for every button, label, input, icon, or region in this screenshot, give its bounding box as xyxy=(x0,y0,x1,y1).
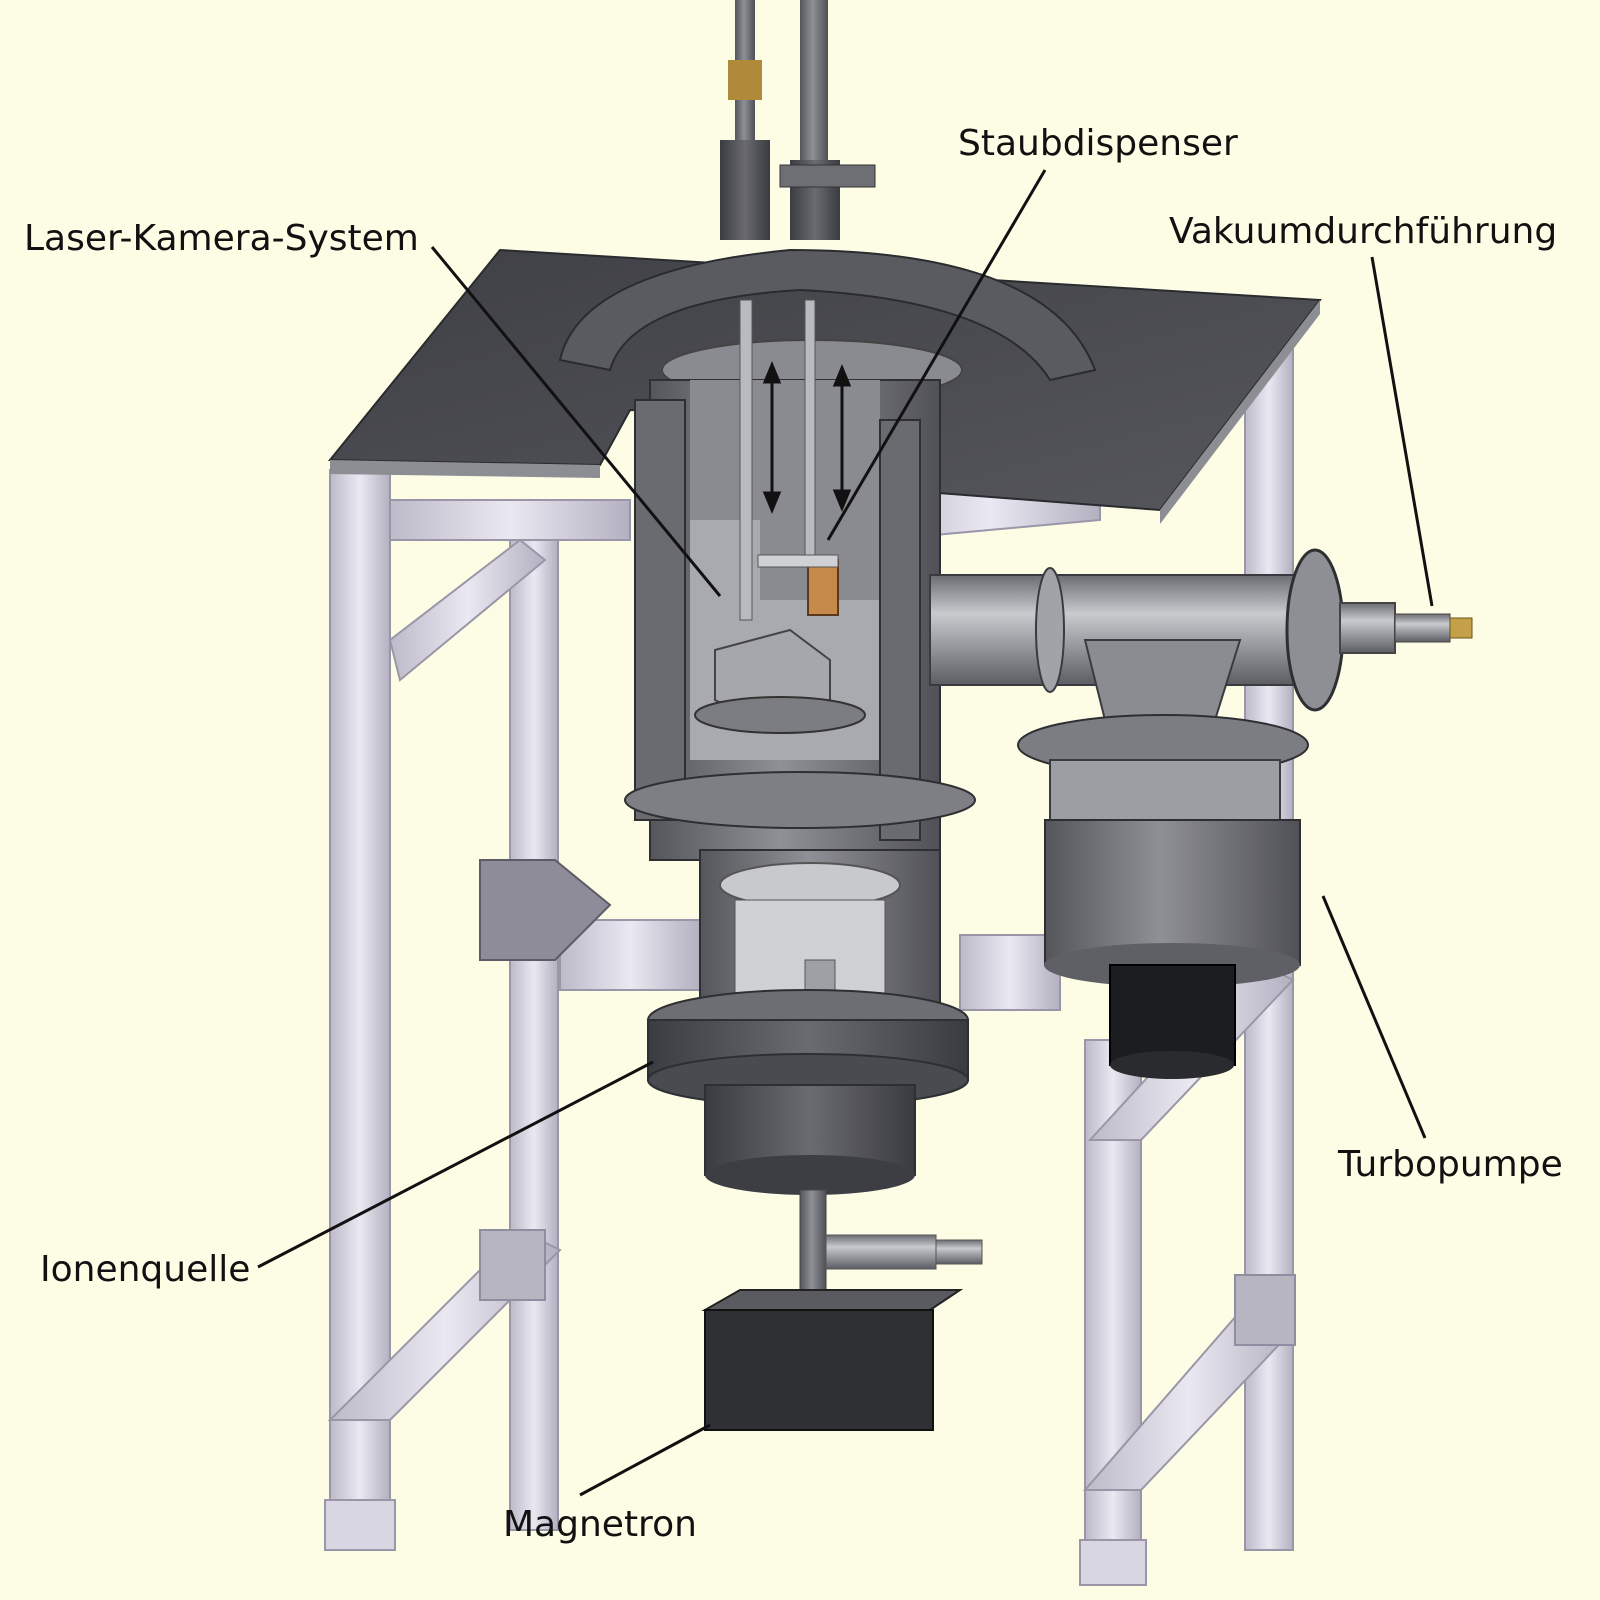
laser-feed-flange xyxy=(720,140,770,240)
leader-dust-dispenser xyxy=(826,169,1047,541)
label-turbopump: Turbopumpe xyxy=(1338,1144,1563,1185)
pump-collar xyxy=(1049,759,1281,821)
pump-tube-ring xyxy=(1035,567,1065,693)
turbopump-body xyxy=(1044,819,1301,966)
frame-foot-right xyxy=(1079,1539,1147,1586)
feedthrough-flange xyxy=(1339,602,1396,654)
dispenser-feed-rod xyxy=(800,0,828,160)
frame-corner-bracket-lower xyxy=(479,1229,546,1301)
frame-corner-bracket-right xyxy=(1234,1274,1296,1346)
camera-mount-disk xyxy=(694,696,866,734)
leader-vacuum-feedthrough xyxy=(1370,256,1434,607)
feedthrough-body xyxy=(1394,613,1451,643)
label-magnetron: Magnetron xyxy=(503,1504,697,1545)
label-dust-dispenser: Staubdispenser xyxy=(958,123,1238,164)
label-laser-camera-system: Laser-Kamera-System xyxy=(24,218,419,259)
magnetron-block xyxy=(704,1309,934,1431)
label-vacuum-feedthrough: Vakuumdurchführung xyxy=(1169,211,1558,252)
frame-bar-top-left xyxy=(389,499,631,541)
side-port-nozzle xyxy=(935,1239,983,1265)
frame-corner-bracket xyxy=(479,859,612,961)
dispenser-holder xyxy=(757,554,839,568)
aluminium-frame xyxy=(324,309,1296,1586)
chamber-interior-shadow xyxy=(690,380,880,600)
leader-turbopump xyxy=(1321,895,1427,1139)
frame-leg-left-inner xyxy=(509,529,559,1531)
turbopump-motor-bottom xyxy=(1110,1051,1234,1079)
side-port xyxy=(825,1234,937,1270)
upper-flange-cutaway xyxy=(558,248,1097,382)
dust-dispenser-head xyxy=(807,559,839,616)
frame-bar-mid-right xyxy=(959,934,1061,1011)
ion-source-base-bottom xyxy=(705,1155,915,1195)
feedthrough-connector xyxy=(1449,617,1473,639)
top-plate-edge-right xyxy=(1160,300,1320,524)
leader-laser-camera xyxy=(430,246,722,597)
label-ion-source: Ionenquelle xyxy=(40,1249,251,1290)
dispenser-flange-ring xyxy=(779,164,876,188)
leader-magnetron xyxy=(579,1423,711,1497)
pump-tube-flange xyxy=(1285,548,1345,712)
laser-feed-connector xyxy=(728,60,762,100)
chamber-wall-left xyxy=(634,399,686,821)
frame-foot-left xyxy=(324,1499,396,1551)
mid-flange xyxy=(624,771,976,829)
motion-arrows xyxy=(762,361,852,514)
pump-t-junction xyxy=(1083,639,1242,721)
leader-lines xyxy=(257,169,1434,1497)
magnetron-top xyxy=(701,1289,964,1311)
laser-rod-internal xyxy=(739,299,753,621)
top-plate-edge xyxy=(330,460,600,478)
leader-ion-source xyxy=(257,1060,654,1269)
dispenser-rod-internal xyxy=(804,299,816,561)
frame-brace-upper-left xyxy=(388,538,547,682)
turbopump-motor xyxy=(1109,964,1236,1066)
